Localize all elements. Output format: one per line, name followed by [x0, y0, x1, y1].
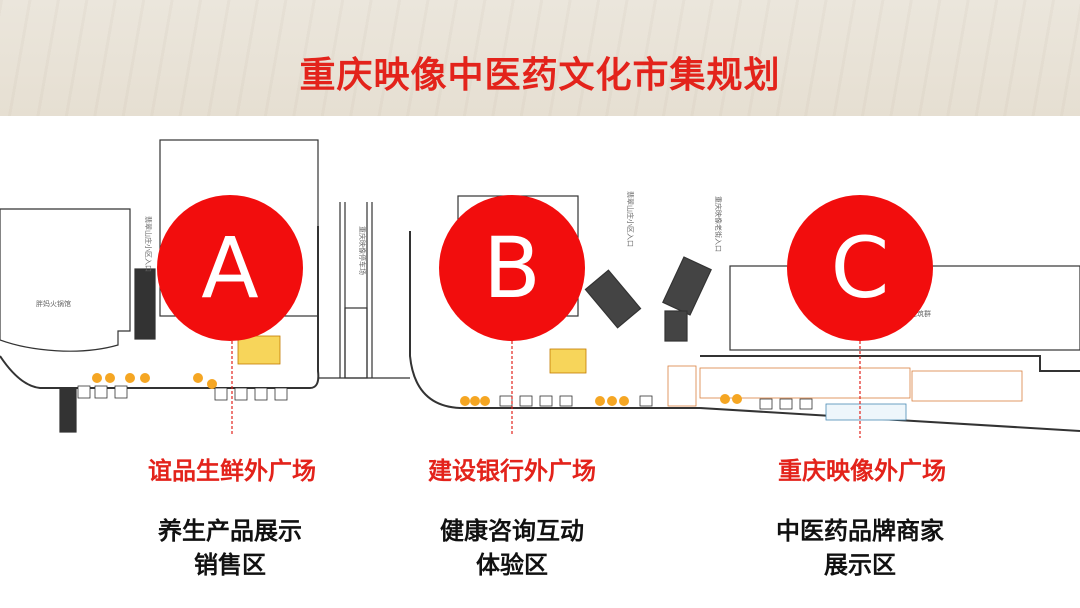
zone-c-marker: C	[787, 195, 933, 341]
zone-b-description: 健康咨询互动 体验区	[440, 514, 584, 582]
zone-a-desc-line1: 养生产品展示	[158, 516, 302, 545]
entrance-a-label: 翡翠山庄小区入口	[144, 216, 153, 272]
page-title: 重庆映像中医药文化市集规划	[299, 54, 781, 96]
zone-b-marker: B	[439, 195, 585, 341]
entrance-c-label: 重庆映像老街入口	[714, 196, 723, 252]
zone-c-desc-line1: 中医药品牌商家	[776, 516, 944, 545]
stairs	[59, 387, 77, 433]
parking-label: 重庆映像停车场	[358, 226, 367, 275]
building-label: 建筑群	[910, 309, 931, 318]
zone-a-description: 养生产品展示 销售区	[158, 514, 302, 582]
zone-c-description: 中医药品牌商家 展示区	[776, 514, 944, 582]
restaurant-label: 胖妈火锅馆	[36, 299, 71, 308]
zone-b-location: 建设银行外广场	[428, 456, 596, 485]
entrance-b-label: 翡翠山庄小区入口	[626, 191, 635, 247]
zone-b-desc-line2: 体验区	[476, 550, 548, 579]
zone-a-desc-line2: 销售区	[194, 550, 266, 579]
stairs	[134, 268, 156, 340]
restaurant-building	[0, 208, 131, 352]
zone-b-desc-line1: 健康咨询互动	[440, 516, 584, 545]
header-banner	[0, 0, 1080, 116]
zone-a-marker: A	[157, 195, 303, 341]
zone-a-location: 谊品生鲜外广场	[148, 456, 316, 485]
zone-c-desc-line2: 展示区	[824, 550, 896, 579]
zone-c-location: 重庆映像外广场	[778, 456, 946, 485]
